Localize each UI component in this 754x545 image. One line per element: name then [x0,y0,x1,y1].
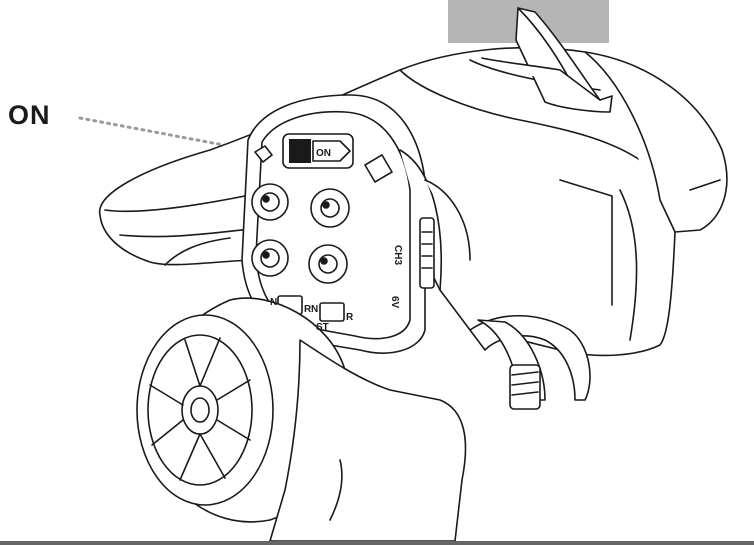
ch3-slider[interactable] [419,217,435,289]
label-r-th: R [346,312,354,323]
throttle-trigger[interactable] [469,315,591,410]
label-n-th: N [311,304,318,315]
bottom-bar [0,541,754,545]
callout-leader-line [78,116,252,152]
top-fin [481,7,613,113]
power-switch[interactable] [282,133,354,169]
reverse-switches[interactable] [277,295,345,322]
switch-on-label: ON [316,148,331,159]
label-n-st: N [270,297,277,308]
grip-handle [269,339,467,542]
label-r-st: R [304,304,312,315]
callout-on-label: ON [8,100,51,130]
panel-text: N R N R ST CH3 6V [270,245,403,333]
trim-knobs[interactable] [251,183,350,284]
label-ch3: CH3 [392,245,403,265]
panel-nubs [254,145,393,183]
label-6v: 6V [389,296,400,309]
label-st: ST [316,322,329,333]
